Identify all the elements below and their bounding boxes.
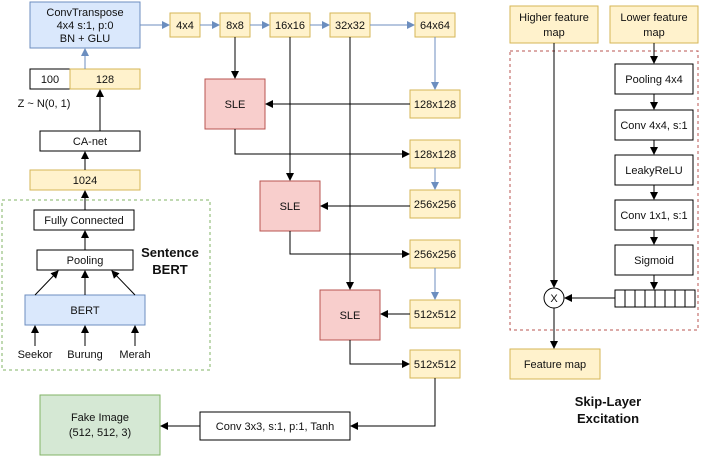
feature-4x4-label: 4x4 <box>176 20 194 32</box>
sentence-bert-label-line1: Sentence <box>141 245 199 260</box>
feature-512-in-box <box>409 299 461 329</box>
final-conv-label: Conv 3x3, s:1, p:1, Tanh <box>216 421 334 433</box>
condition-dim: 128 <box>96 74 114 86</box>
sle-block-1-label: SLE <box>225 99 246 111</box>
input-word-2: Burung <box>67 349 102 361</box>
feature-128-in-label: 128x128 <box>414 99 456 111</box>
output-feature-map-box <box>509 348 601 380</box>
input-word-1: Seekor <box>18 349 53 361</box>
feature-512-out-label: 512x512 <box>414 359 456 371</box>
sle-detail-group <box>509 50 699 331</box>
feature-512-in-label: 512x512 <box>414 309 456 321</box>
sle-step-sigmoid <box>614 244 694 276</box>
sle-step-pooling <box>614 63 694 95</box>
text-encoder-arrows <box>31 48 139 346</box>
convtranspose-block <box>29 1 141 49</box>
sle-block-3-label: SLE <box>340 310 361 322</box>
feature-256-in-label: 256x256 <box>414 199 456 211</box>
feature-128-out-box <box>409 139 461 169</box>
canet-box <box>39 130 141 152</box>
sentence-bert-group <box>1 199 211 371</box>
lower-feature-map-label2: map <box>643 27 664 39</box>
higher-feature-map-box <box>509 5 599 44</box>
generator-arrows <box>140 21 439 430</box>
feature-32x32-box <box>329 12 371 38</box>
channel-weight-vector <box>614 289 696 308</box>
feature-32x32-label: 32x32 <box>335 20 365 32</box>
convtranspose-bn-glu: BN + GLU <box>60 33 110 45</box>
sentence-bert-label-line2: BERT <box>152 262 187 277</box>
feature-256-out-label: 256x256 <box>414 249 456 261</box>
feature-256-in-box <box>409 189 461 219</box>
feature-128-out-label: 128x128 <box>414 149 456 161</box>
bert-box <box>24 294 146 326</box>
sle-step-leakyrelu-label: LeakyReLU <box>625 165 683 177</box>
fully-connected-label: Fully Connected <box>44 215 124 227</box>
canet-label: CA-net <box>73 136 107 148</box>
sle-block-2-label: SLE <box>280 201 301 213</box>
sle-step-conv4x4-label: Conv 4x4, s:1 <box>620 120 687 132</box>
sle-step-sigmoid-label: Sigmoid <box>634 255 674 267</box>
fake-image-shape: (512, 512, 3) <box>69 427 131 439</box>
bert-label: BERT <box>70 305 99 317</box>
multiply-symbol: X <box>550 293 558 305</box>
output-feature-map-label: Feature map <box>524 359 586 371</box>
feature-16x16-label: 16x16 <box>275 20 305 32</box>
feature-64x64-label: 64x64 <box>420 20 450 32</box>
pooling-label: Pooling <box>67 255 104 267</box>
sle-step-conv1x1-label: Conv 1x1, s:1 <box>620 210 687 222</box>
convtranspose-params: 4x4 s:1, p:0 <box>57 20 114 32</box>
sle-title-line1: Skip-Layer <box>575 394 641 409</box>
sle-step-conv4x4 <box>614 109 694 141</box>
noise-distribution-label: Z ~ N(0, 1) <box>18 98 71 110</box>
feature-4x4-box <box>169 12 201 38</box>
sle-step-leakyrelu <box>614 154 694 186</box>
input-word-3: Merah <box>119 349 150 361</box>
sle-block-1 <box>204 78 266 130</box>
sle-step-conv1x1 <box>614 199 694 231</box>
feature-256-out-box <box>409 239 461 269</box>
noise-dim: 100 <box>41 74 59 86</box>
feature-8x8-label: 8x8 <box>226 20 244 32</box>
sle-step-pooling-label: Pooling 4x4 <box>625 74 683 86</box>
fake-image-label: Fake Image <box>71 412 129 424</box>
convtranspose-label: ConvTranspose <box>46 7 123 19</box>
sle-title-line2: Excitation <box>577 411 639 426</box>
higher-feature-map-label2: map <box>543 27 564 39</box>
sle-block-2 <box>259 180 321 232</box>
embedding-dim: 1024 <box>73 175 97 187</box>
higher-feature-map-label1: Higher feature <box>519 12 589 24</box>
fake-image-box <box>39 394 161 456</box>
condition-vector-box <box>69 68 141 90</box>
feature-512-out-box <box>409 349 461 379</box>
lower-feature-map-label1: Lower feature <box>620 12 687 24</box>
sle-detail-arrows <box>550 43 658 349</box>
final-conv-box <box>199 411 351 441</box>
